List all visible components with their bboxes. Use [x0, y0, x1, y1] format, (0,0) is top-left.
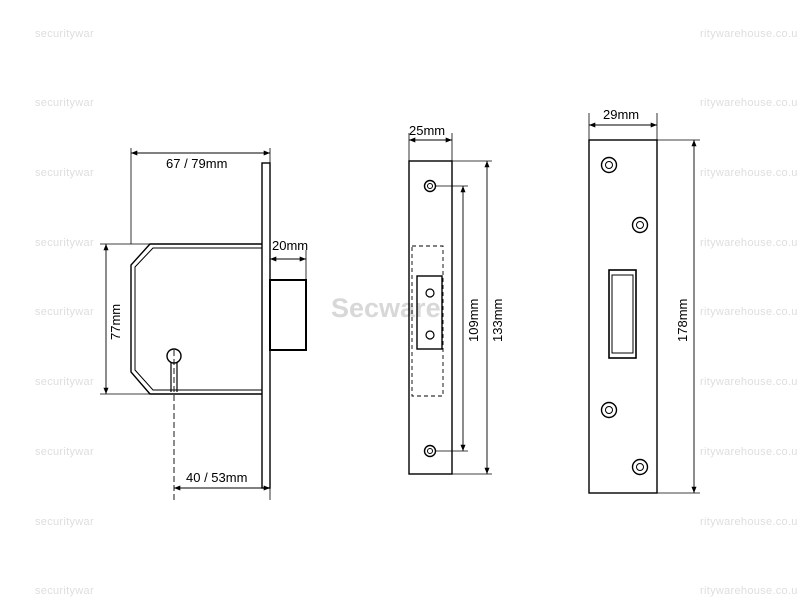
- forend-screw-hole-top-inner: [427, 183, 433, 189]
- label-case-height: 77mm: [108, 304, 123, 340]
- watermark-text: securitywar: [35, 446, 94, 458]
- keep-screw-hole-inner: [636, 463, 644, 471]
- label-forend-width: 25mm: [409, 123, 445, 138]
- watermark-text: securitywar: [35, 28, 94, 40]
- label-forend-height: 133mm: [490, 299, 505, 342]
- keep-screw-hole-inner: [636, 221, 644, 229]
- watermark-text: securitywar: [35, 97, 94, 109]
- forend-bolt-face: [416, 275, 443, 350]
- watermark-text: ritywarehouse.co.u: [700, 516, 798, 528]
- bolt-face-pin: [425, 288, 435, 298]
- label-lock-depth: 67 / 79mm: [166, 156, 227, 171]
- label-fixing-centres: 109mm: [466, 299, 481, 342]
- watermark-text: securitywar: [35, 306, 94, 318]
- forend-hidden-case-outline: [411, 245, 444, 397]
- keep-screw-hole: [631, 216, 649, 234]
- keep-screw-hole: [600, 401, 618, 419]
- lock-side-view: [100, 148, 307, 500]
- watermark-text: ritywarehouse.co.u: [700, 237, 798, 249]
- watermark-text: ritywarehouse.co.u: [700, 167, 798, 179]
- keep-screw-hole: [631, 458, 649, 476]
- label-keep-height: 178mm: [675, 299, 690, 342]
- keyhole-slot: [170, 362, 178, 392]
- watermark-text: securitywar: [35, 585, 94, 597]
- label-backset: 40 / 53mm: [186, 470, 247, 485]
- watermark-text: ritywarehouse.co.u: [700, 376, 798, 388]
- forend-plate: [408, 160, 453, 475]
- watermark-text: ritywarehouse.co.u: [700, 97, 798, 109]
- keep-plate: [588, 139, 658, 494]
- watermark-text: ritywarehouse.co.u: [700, 446, 798, 458]
- watermark-text: securitywar: [35, 376, 94, 388]
- lock-forend-plate: [261, 162, 271, 489]
- label-bolt-throw: 20mm: [272, 238, 308, 253]
- center-watermark: Secware: [331, 293, 441, 323]
- keep-screw-hole: [600, 156, 618, 174]
- watermark-text: ritywarehouse.co.u: [700, 585, 798, 597]
- forend-screw-hole-bottom-inner: [427, 448, 433, 454]
- forend-screw-hole-top: [423, 179, 437, 193]
- bolt-face-pin: [425, 330, 435, 340]
- watermark-text: securitywar: [35, 237, 94, 249]
- label-keep-width: 29mm: [603, 107, 639, 122]
- watermark-text: ritywarehouse.co.u: [700, 28, 798, 40]
- keep-screw-hole-inner: [605, 161, 613, 169]
- forend-screw-hole-bottom: [423, 444, 437, 458]
- keep-screw-hole-inner: [605, 406, 613, 414]
- keep-bolt-aperture: [608, 269, 637, 359]
- forend-front-view: [408, 133, 492, 475]
- keep-front-view: [588, 113, 700, 494]
- keep-bolt-aperture-inner: [611, 274, 634, 354]
- watermark-text: securitywar: [35, 516, 94, 528]
- watermark-text: securitywar: [35, 167, 94, 179]
- lock-case-inner: [134, 247, 262, 391]
- lock-bolt: [269, 279, 307, 351]
- watermark-text: ritywarehouse.co.u: [700, 306, 798, 318]
- lock-case-outline: [130, 243, 262, 395]
